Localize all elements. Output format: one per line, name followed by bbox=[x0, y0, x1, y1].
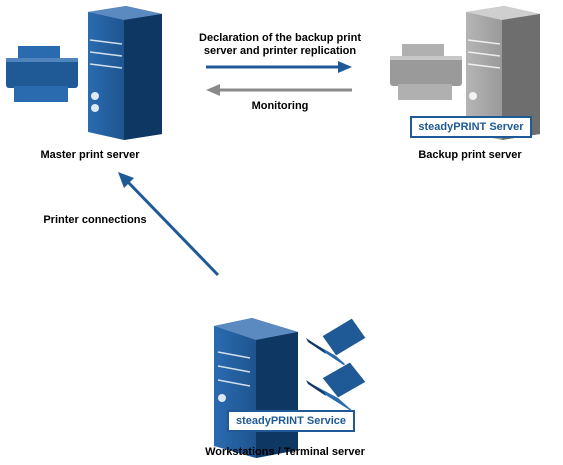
declaration-arrow bbox=[206, 61, 352, 73]
declaration-label-line2: server and printer replication bbox=[203, 45, 357, 57]
declaration-label-line1: Declaration of the backup print bbox=[199, 32, 361, 44]
server-tower-icon bbox=[88, 6, 162, 140]
laptop-icon bbox=[306, 317, 367, 372]
printer-icon bbox=[6, 46, 78, 102]
laptop-icon bbox=[306, 361, 367, 414]
workstations-group bbox=[214, 317, 367, 458]
steadyprint-server-badge: steadyPRINT Server bbox=[410, 116, 532, 138]
master-server-label: Master print server bbox=[40, 149, 140, 161]
monitoring-arrow bbox=[206, 84, 352, 96]
printer-connections-label: Printer connections bbox=[43, 214, 147, 226]
backup-server-label: Backup print server bbox=[418, 149, 522, 161]
server-tower-icon bbox=[214, 318, 298, 458]
master-server-group bbox=[6, 6, 162, 140]
monitoring-label: Monitoring bbox=[251, 100, 309, 112]
backup-server-group bbox=[390, 6, 540, 140]
server-tower-icon bbox=[466, 6, 540, 140]
printer-connections-arrow bbox=[118, 172, 220, 277]
workstations-label: Workstations / Terminal server bbox=[205, 446, 365, 458]
steadyprint-service-badge: steadyPRINT Service bbox=[227, 410, 355, 432]
printer-icon bbox=[390, 44, 462, 100]
